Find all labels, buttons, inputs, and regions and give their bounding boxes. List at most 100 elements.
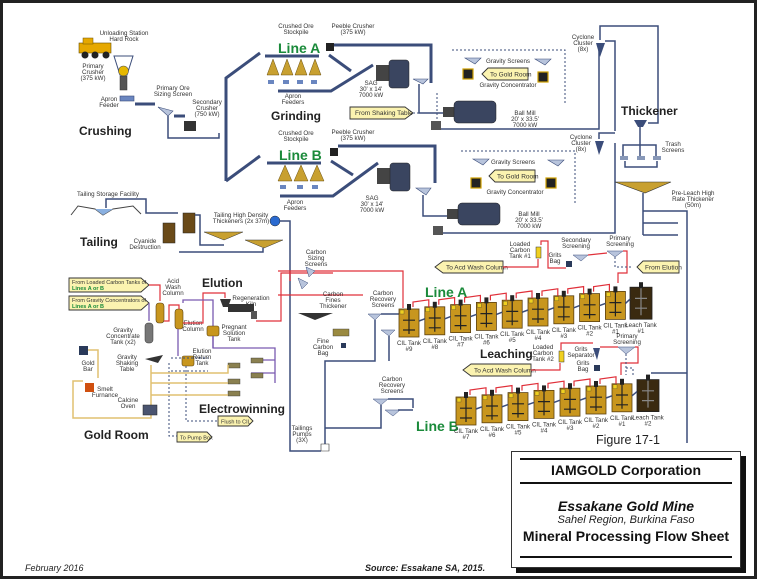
sag-mill-a-icon: [376, 59, 410, 89]
from-loaded-carbon-label: From Loaded Carbon Tanks of: [72, 280, 147, 286]
elution-return-label: Elution: [193, 348, 212, 355]
cil-tank: CIL Tank#7: [449, 299, 474, 349]
pre-leach-thickener-label-3: (50m): [685, 202, 701, 209]
fine-carbon-bag-label: Fine: [317, 338, 330, 345]
title-block: IAMGOLD Corporation Essakane Gold Mine S…: [511, 451, 741, 568]
loaded-carbon-tank-2-icon: [558, 350, 565, 363]
trash-screens-label-2: Screens: [662, 147, 685, 154]
to-pump-box-label: To Pump Box: [180, 436, 213, 442]
section-grinding: Grinding: [271, 109, 321, 123]
apron-feeders-b-label-2: Feeders: [284, 205, 307, 212]
apron-feeders-b-label: Apron: [287, 199, 304, 206]
company-name: IAMGOLD Corporation: [550, 462, 702, 478]
loaded-carbon-b-label-3: Tank #2: [532, 356, 554, 363]
carbon-sizing-label-3: Screens: [305, 261, 328, 268]
pebble-crusher-a-icon: [326, 43, 334, 51]
cil-tank: CIL Tank#7: [454, 392, 479, 441]
cil-tank-number: #7: [463, 434, 470, 441]
pregnant-solution-label-2: Solution: [223, 330, 246, 337]
ball-mill-a-label: Ball Mill: [514, 110, 535, 117]
secondary-crusher-icon: [184, 121, 196, 131]
trash-screens-icon: [620, 156, 661, 160]
cil-tank: CIL Tank#6: [480, 389, 505, 439]
from-loaded-carbon-label-2: Lines A or B: [72, 286, 104, 292]
secondary-crusher-label-3: (750 kW): [194, 111, 219, 118]
carbon-recovery-a-screen-icon: [367, 313, 382, 321]
grits-bag-b-icon: [594, 365, 600, 371]
crushing-area: Unloading Station Hard Rock Primary Crus…: [78, 30, 261, 183]
to-acid-wash-a-label: To Acd Wash Column: [446, 265, 508, 272]
mine-name: Essakane Gold Mine: [557, 498, 695, 514]
figure-date: February 2016: [25, 563, 84, 573]
cyclone-b-label: Cyclone: [570, 134, 593, 141]
gold-bar-icon: [79, 346, 88, 355]
sag-mill-b-label-3: 7000 kW: [360, 207, 385, 214]
grits-bag-a-icon: [566, 261, 572, 267]
sizing-screen-label: Primary Ore: [156, 85, 190, 92]
from-gravity-conc-label-2: Lines A or B: [72, 304, 104, 310]
primary-screening-b-label-2: Screening: [613, 339, 641, 346]
primary-screening-a-label: Primary: [609, 235, 631, 242]
flow-diagram: Unloading Station Hard Rock Primary Crus…: [68, 23, 716, 452]
from-shaking-table-tag: From Shaking Table: [349, 106, 414, 120]
cyclone-feed-pump-a-icon: [431, 121, 441, 130]
smelt-furnace-label-2: Furnance: [92, 392, 119, 399]
sizing-screen-icon: [157, 106, 174, 117]
to-pump-box-tag: To Pump Box: [176, 431, 213, 443]
leach-tank: Leach Tank#1: [625, 282, 658, 335]
cil-tank-number: #9: [406, 346, 413, 353]
primary-crusher-label: Primary: [82, 63, 104, 70]
gravity-concentrate-label: Gravity: [113, 327, 134, 334]
cil-tank: CIL Tank#3: [558, 383, 583, 432]
tailings-pumps-label-3: (3X): [296, 437, 308, 444]
gravity-screens-b-label: Gravity Screens: [491, 159, 535, 166]
stockpile-b-label-2: Stockpile: [283, 136, 309, 143]
elution-column-label-2: Column: [182, 326, 204, 333]
cil-tank-label: CIL Tank: [532, 421, 557, 428]
calcine-oven-icon: [142, 404, 158, 416]
to-acid-wash-a-tag: To Acd Wash Column: [434, 260, 508, 274]
acid-wash-column-icon: [155, 302, 165, 324]
thickener-area: Thickener Trash Screens Pre-Leach High R…: [614, 104, 716, 443]
cyclone-b-icon: [595, 141, 604, 155]
pebble-crusher-b-label-2: (375 kW): [340, 135, 365, 142]
grits-bag-a-label-2: Bag: [549, 258, 561, 265]
cil-tank: CIL Tank#2: [584, 381, 609, 430]
carbon-recovery-b-label-3: Screens: [381, 388, 404, 395]
secondary-crusher-label: Secondary: [192, 99, 222, 106]
cyanide-destruction-label: Cyanide: [134, 238, 157, 245]
flush-to-cil-label: Flush to CIL: [221, 420, 251, 426]
pregnant-solution-label: Pregnant: [221, 324, 246, 331]
tailing-thickener-2-icon: [244, 239, 284, 249]
carbon-fines-label-2: Fines: [325, 297, 340, 304]
carbon-recovery-a-label: Carbon: [373, 290, 394, 297]
cil-tank-label: CIL Tank: [610, 415, 635, 422]
cil-tank-number: #2: [593, 423, 600, 430]
apron-feeder-label-2: Feeder: [99, 102, 119, 109]
gravity-concentrator-b-label: Gravity Concentrator: [486, 189, 543, 196]
pre-leach-thickener-label: Pre-Leach High: [672, 190, 716, 197]
gold-bar-label-2: Bar: [83, 366, 93, 373]
tailings-pump-icon: [320, 443, 330, 452]
elution-return-label-3: Tank: [195, 360, 209, 367]
cil-tank: CIL Tank#5: [506, 387, 531, 437]
cil-tank: CIL Tank#3: [552, 290, 577, 340]
acid-wash-label-3: Column: [162, 290, 184, 297]
cil-tank-number: #5: [509, 337, 516, 344]
cil-tank-label: CIL Tank: [526, 329, 551, 336]
carbon-sizing-screen-icon: [305, 266, 316, 278]
ball-mill-b-label: Ball Mill: [518, 211, 539, 218]
shaking-table-label-2: Shaking: [116, 360, 139, 367]
cil-tank-label: CIL Tank: [480, 426, 505, 433]
thickener-pump-icon: [269, 215, 281, 227]
grits-bag-b-label: Grits: [576, 360, 589, 367]
grits-bag-a-label: Grits: [548, 252, 561, 259]
section-leaching: Leaching: [480, 347, 533, 361]
cil-tank-label: CIL Tank: [558, 419, 583, 426]
cil-tank-number: #1: [612, 328, 619, 335]
cil-tank: CIL Tank#4: [532, 385, 557, 434]
ball-mill-b-label-2: 20' x 33.5': [515, 217, 543, 224]
leach-tank-label: Leach Tank: [625, 322, 657, 329]
